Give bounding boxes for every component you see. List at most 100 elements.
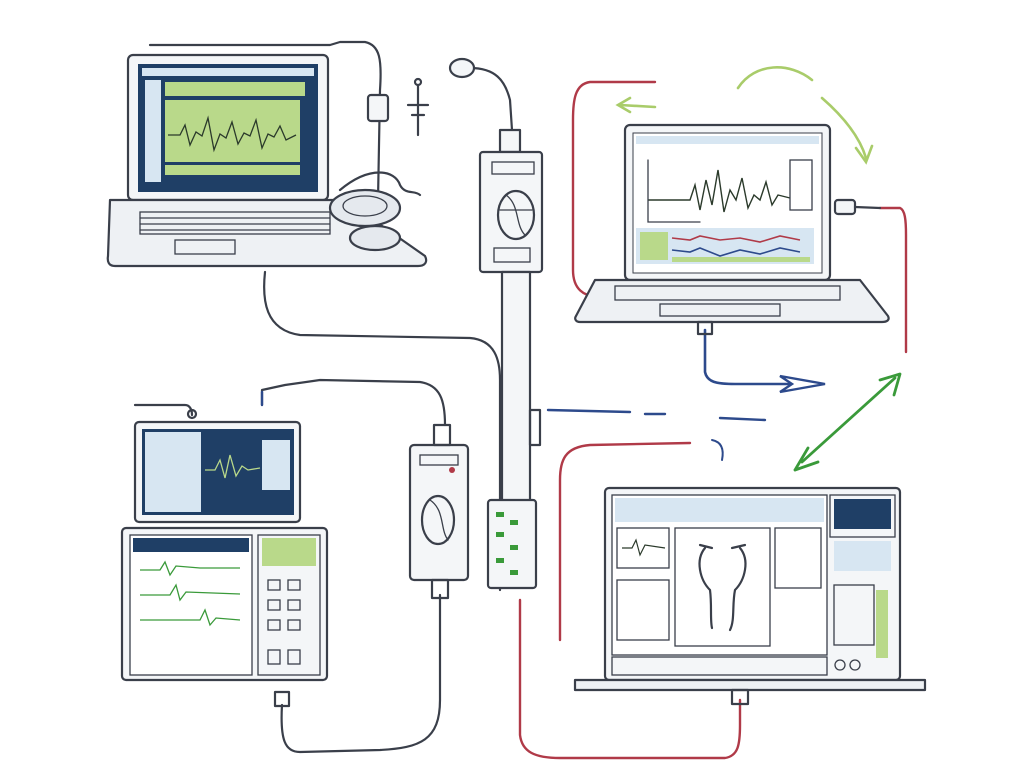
workstation-trace-panel [616,527,670,569]
arrow-lightgreen-down-head-icon [854,144,874,165]
signal-dash-3 [718,416,767,422]
sensor-dial-icon [496,189,536,241]
workstation-side-list [774,527,822,589]
arrow-green-diagonal [800,376,897,464]
control-display-screen [834,499,891,529]
chart-axes [647,159,701,223]
arrow-green-head-upper-icon [878,372,902,397]
sensor-bottom-connector [430,578,450,600]
cable-blue-right [703,328,792,386]
console-control-panel [257,534,321,676]
bottom-port [696,320,714,336]
cable-clip-icon [366,93,390,123]
chest-piece-inner [342,195,388,217]
keyboard-rows [139,217,331,231]
monitor-list-panel [145,432,201,512]
workstation-toolbar [615,498,824,522]
sensor-dial-marks [499,194,533,236]
laptop-touchpad [659,303,781,317]
ecg-panel [165,100,300,162]
sensor-top-connector [432,423,452,447]
laptop-base [574,278,890,324]
sensor-dial-icon [420,494,456,546]
trend-base-band [672,257,810,262]
trend-line-red [671,235,801,243]
sensor-base-unit [486,498,538,590]
cables [148,40,908,760]
console-trace-2 [140,583,241,602]
cable-earpiece [468,66,514,132]
arrow-lightgreen-arc [736,66,814,90]
laptop-title-bar [636,136,819,144]
sensor-side-clip [528,408,542,447]
laptop-title-bar [142,68,314,76]
monitor-top-cable [133,403,194,417]
arrow-green-head-lower-icon [793,446,820,472]
usb-connector-icon [833,198,857,216]
cable-red-bottom [518,598,742,760]
arrows [615,66,902,472]
earpiece-icon [448,57,476,79]
probe-pin-icon [406,83,430,137]
sensor-module-center [448,57,544,590]
sensor-module-lower [408,423,470,600]
arrow-lightgreen-left-head-icon [615,96,632,114]
laptop-footer-band [165,165,300,175]
monitor-plug [186,408,198,420]
sensor-top-connector [498,128,522,154]
sensor-lower-label [493,247,531,263]
signal-hook [711,439,724,461]
cable-red-right [878,206,908,354]
workstation-status-bar [611,656,828,676]
laptop-keyboard [139,211,331,235]
cable-sensor-bottom [280,593,442,754]
stethoscope-icon-right [728,546,747,632]
control-display-mid [834,541,891,571]
cable-red-mid [558,441,692,642]
sensor-led-indicators [496,512,518,575]
control-module [833,584,875,646]
laptop-header-band [165,82,305,96]
workstation-info-panel [616,579,670,641]
laptop-side-panel [145,80,161,182]
console-plug-icon [273,690,291,708]
workstation-port [730,688,750,706]
sensor-indicator-bar [491,161,535,175]
laptop-top-left [106,53,430,268]
cable-laptop-top [148,40,382,202]
stethoscope-earpieces [698,543,747,550]
ecg-waveform [648,169,791,213]
laptop-keyboard [614,285,841,301]
control-knob-2 [849,659,861,671]
laptop-top-right [574,123,890,336]
trend-line-blue [671,247,801,257]
workstation-base [573,678,927,692]
trend-legend [640,232,668,260]
console-buttons [267,579,301,665]
sensor-rod [500,270,532,504]
chest-piece-tube [338,171,422,197]
control-gauge [876,590,888,658]
probe-tip [413,77,423,87]
side-legend [789,159,813,211]
sensor-body [478,150,544,274]
control-display-top [829,494,896,538]
console-screen [129,534,253,676]
control-knob-1 [834,659,846,671]
monitor-bottom-left [120,403,329,708]
cable-monitor-to-sensor [260,378,447,427]
cable-laptop-to-sensor [263,270,502,592]
arrow-lightgreen-down [820,96,868,160]
signal-dash-1 [546,408,632,414]
arrow-lightgreen-left [618,103,657,109]
sensor-status-led [449,467,455,473]
cable-red-top-right [571,80,657,298]
console-display [262,538,316,566]
console-header [133,538,249,552]
ecg-waveform [168,115,297,153]
workstation-bottom-right [573,486,927,706]
sensor-indicator [419,454,459,466]
usb-cable [853,205,882,210]
